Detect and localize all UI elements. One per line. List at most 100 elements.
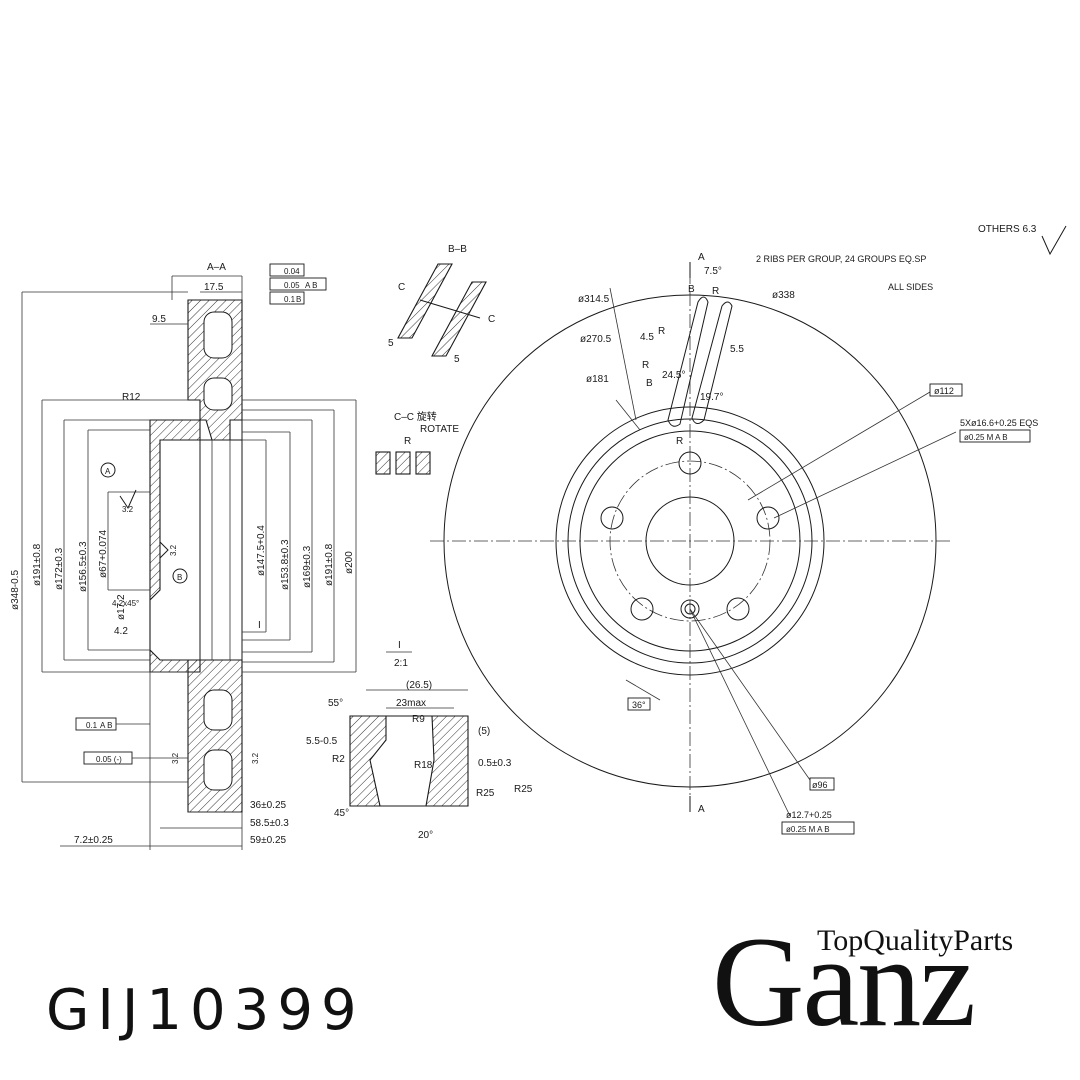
det-r18: R18: [414, 760, 433, 771]
part-number: GIJ10399: [46, 978, 365, 1043]
ribs-note: 2 RIBS PER GROUP, 24 GROUPS EQ.SP: [756, 254, 926, 264]
section-cc-label: C–C 旋转: [394, 410, 437, 423]
all-sides-note: ALL SIDES: [888, 282, 933, 292]
cc-section-mid: [395, 451, 411, 475]
tol-runout-2-ref: A B: [100, 721, 112, 730]
dim-d147: ø147.5+0.4: [256, 525, 267, 576]
dim-d112-frame: [929, 383, 963, 397]
rib-section-2: [431, 281, 487, 357]
bolt-tol: ø0.25 M A B: [964, 433, 1008, 442]
bolt-hole-spec: 5Xø16.6+0.25 EQS: [960, 418, 1038, 428]
tol-parallel-ref: B: [296, 295, 301, 304]
tol-runout-2: 0.1: [86, 721, 98, 730]
cc-section-left: [375, 451, 391, 475]
roughness-symbol-2: [159, 541, 169, 559]
bb-dim-5a: 5: [388, 338, 394, 349]
dim-36deg: 36°: [632, 700, 646, 710]
dim-4-5: 4.5: [640, 332, 654, 343]
brand-wordmark: Ganz: [712, 911, 976, 1053]
vane-slot-1: [667, 296, 709, 427]
dim-19-7: 19.7°: [700, 392, 723, 403]
det-5: (5): [478, 726, 490, 737]
dim-7-5: 7.5°: [704, 266, 722, 277]
dim-36: 36±0.25: [250, 800, 287, 811]
section-cc-rotate: ROTATE: [420, 424, 459, 435]
det-45: 45°: [334, 808, 349, 819]
datum-a-circle: [100, 462, 116, 478]
view-a-top: A: [698, 252, 705, 263]
tol-parallel: 0.1: [284, 295, 296, 304]
cc-r: R: [404, 436, 411, 447]
roughness-symbol-1: [119, 489, 137, 510]
view-a-bottom: A: [698, 804, 705, 815]
dim-9-5: 9.5: [152, 314, 166, 325]
bolt-hole-4: [630, 597, 654, 621]
rough-3-2-a: 3.2: [122, 505, 134, 514]
label-r-4: R: [676, 436, 683, 447]
datum-b-circle: [172, 568, 188, 584]
dim-d191-left: ø191±0.8: [32, 543, 43, 586]
det-5-5: 5.5-0.5: [306, 736, 338, 747]
bolt-hole-3: [726, 597, 750, 621]
det-0-5: 0.5±0.3: [478, 758, 512, 769]
bb-c-left: C: [398, 282, 405, 293]
det-r9: R9: [412, 714, 425, 725]
dim-d181: ø181: [586, 374, 609, 385]
detail-section-left: [349, 715, 387, 807]
dim-d191-right: ø191±0.8: [324, 543, 335, 586]
datum-a-label: A: [105, 467, 111, 476]
dim-r12: R12: [122, 392, 141, 403]
det-r25a: R25: [476, 788, 495, 799]
dim-d314: ø314.5: [578, 294, 610, 305]
rough-3-2-b: 3.2: [169, 544, 178, 556]
detail-i-label: I: [398, 640, 401, 651]
bb-c-right: C: [488, 314, 495, 325]
dim-d17-2: ø17.2: [116, 594, 127, 620]
vane-slot-2: [691, 301, 733, 424]
rough-3-2-d: 3.2: [251, 752, 260, 764]
detail-scale: 2:1: [394, 658, 408, 669]
label-r-2: R: [658, 326, 665, 337]
dim-4-2: 4.2: [114, 626, 128, 637]
dim-d156: ø156.5±0.3: [78, 541, 89, 592]
label-b-top-1: B: [688, 284, 695, 295]
dim-17-5: 17.5: [204, 282, 224, 293]
dim-58-5: 58.5±0.3: [250, 818, 289, 829]
dim-5-5: 5.5: [730, 344, 744, 355]
tol-frame-parallel: [269, 291, 305, 305]
front-view: A A OTHERS 6.3 2 RIBS PER GROUP, 24 GROU…: [430, 224, 1067, 835]
bolt-hole-2: [756, 506, 780, 530]
det-r2: R2: [332, 754, 345, 765]
tol-frame-runout: [269, 277, 327, 291]
section-bb-label: B–B: [448, 244, 467, 255]
dim-d172: ø172±0.3: [54, 547, 65, 590]
dim-d12-7-tol-frame: [781, 821, 855, 835]
cc-section-right: [415, 451, 431, 475]
dim-d12-7-tol: ø0.25 M A B: [786, 825, 830, 834]
tol-flatness-2: 0.05 (-): [96, 755, 122, 764]
bolt-tol-frame: [959, 429, 1031, 443]
brand-tagline: TopQualityParts: [817, 924, 1014, 957]
dim-d169: ø169±0.3: [302, 545, 313, 588]
bolt-hole-5: [600, 506, 624, 530]
dim-d348: ø348-0.5: [10, 570, 21, 610]
brand-logo: Ganz TopQualityParts: [712, 918, 1042, 1048]
dim-7-2: 7.2±0.25: [74, 835, 113, 846]
label-r-1: R: [712, 286, 719, 297]
dim-d153: ø153.8±0.3: [280, 539, 291, 590]
detail-i-marker: I: [258, 620, 261, 631]
tol-runout-ref: A B: [305, 281, 317, 290]
detail-section-right: [425, 715, 469, 807]
bolt-hole-1: [678, 451, 702, 475]
dim-24-5: 24.5°: [662, 370, 685, 381]
detail-i-view: I 2:1 (26.5) 23max 55° 5.5-0.5 R9 (5) R2…: [306, 640, 533, 841]
section-aa-view: A–A: [10, 262, 357, 850]
dim-d112: ø112: [934, 386, 954, 396]
locating-hole: [680, 599, 700, 619]
dim-d200: ø200: [344, 551, 355, 574]
roughness-check-icon: [1041, 225, 1067, 256]
label-r-3: R: [642, 360, 649, 371]
dim-d67: ø67+0.074: [98, 529, 109, 578]
